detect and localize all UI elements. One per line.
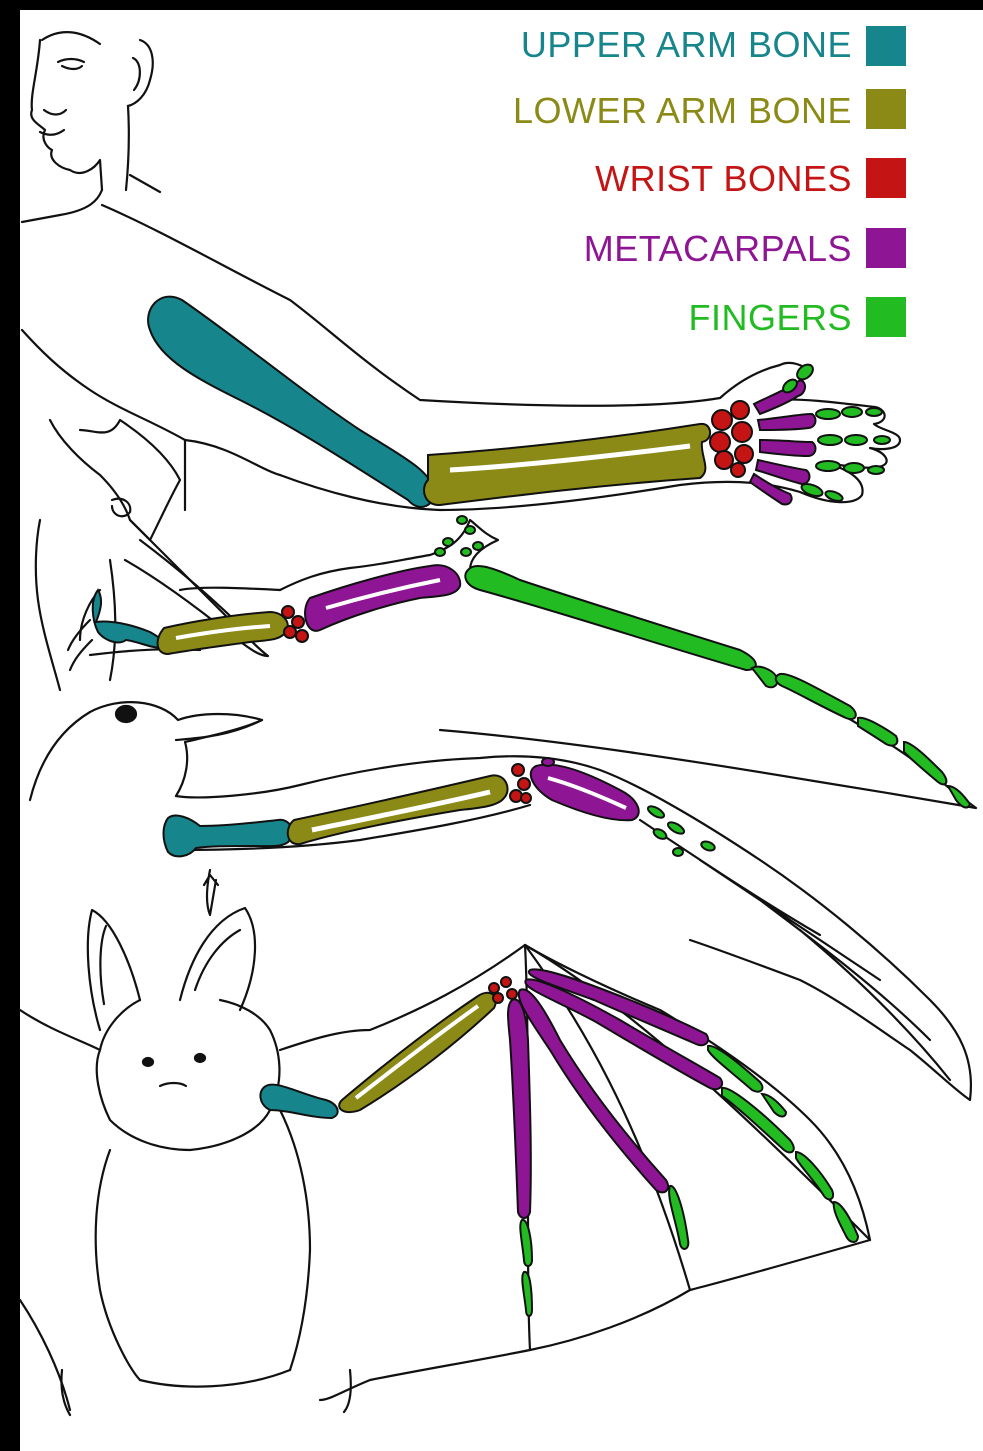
legend-swatch-lower-arm [866, 89, 906, 129]
legend-swatch-fingers [866, 297, 906, 337]
legend-swatch-metacarpals [866, 228, 906, 268]
human-wrist-bone [712, 410, 732, 430]
bird-wrist-bone [512, 764, 524, 776]
bat-wrist-bone [489, 983, 499, 993]
pterosaur-wrist-bone [282, 606, 294, 618]
legend-label-metacarpals: METACARPALS [584, 228, 852, 269]
legend-swatch-upper-arm [866, 26, 906, 66]
legend-label-lower-arm: LOWER ARM BONE [513, 90, 852, 131]
legend-swatch-wrist [866, 158, 906, 198]
legend-label-wrist: WRIST BONES [595, 158, 852, 199]
legend-label-upper-arm: UPPER ARM BONE [521, 24, 852, 65]
drawing-panel [20, 10, 983, 1451]
legend-label-fingers: FINGERS [688, 297, 852, 338]
